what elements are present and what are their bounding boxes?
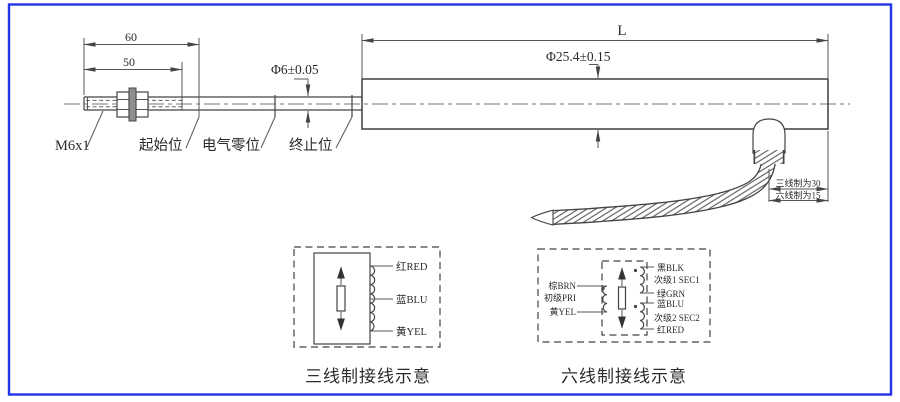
dimension-50: 50 [83, 55, 183, 110]
three-wire-tap-blue: 蓝BLU [396, 294, 428, 306]
nut-left [116, 91, 130, 118]
page-border [7, 3, 893, 396]
six-wire-primary-coil [577, 285, 608, 313]
six-wire-inner-box [601, 260, 648, 336]
dimension-L: L [361, 23, 829, 78]
rod-leader-labels: M6x1 起始位 电气零位 终止位 [55, 110, 353, 154]
thread-spec-label: M6x1 [55, 138, 90, 154]
six-wire-label-green: 绿GRN [657, 288, 686, 299]
body-diameter-callout: Φ25.4±0.15 [546, 49, 611, 148]
dimension-60: 60 [83, 30, 200, 117]
six-wire-label-red: 红RED [657, 324, 685, 335]
six-wire-label-blue: 蓝BLU [657, 298, 685, 309]
body-dia-text: Φ25.4±0.15 [546, 49, 611, 64]
cable-gland-dome [752, 118, 786, 154]
six-wire-label-sec1: 次级1 SEC1 [654, 274, 700, 285]
cable-exit-dimension: 三线制为30 六线制为15 [768, 131, 829, 203]
six-wire-label-sec2: 次级2 SEC2 [654, 312, 700, 323]
sec1-polarity-dot [633, 268, 638, 273]
six-wire-secondary1-coil [633, 266, 654, 294]
cable-note-six-wire: 六线制为15 [775, 190, 821, 201]
sensor-body [361, 78, 829, 130]
three-wire-outer-box [293, 246, 441, 348]
six-wire-core [617, 267, 627, 329]
three-wire-schematic: 红RED 蓝BLU 黄YEL 三线制接线示意 [293, 246, 441, 386]
electrical-zero-label: 电气零位 [202, 137, 260, 154]
six-wire-label-yellow: 黄YEL [550, 306, 577, 317]
locking-nuts [116, 87, 149, 122]
six-wire-label-primary: 初级PRI [544, 292, 576, 303]
cable-note-three-wire: 三线制为30 [775, 178, 821, 189]
washer [128, 87, 137, 122]
six-wire-label-black: 黑BLK [657, 263, 685, 273]
dim-50-text: 50 [123, 55, 135, 69]
position-ticks [274, 95, 353, 117]
six-wire-schematic: 棕BRN 初级PRI 黄YEL 黑BLK 次级1 SEC1 绿GRN 蓝BLU … [537, 248, 711, 386]
dim-60-text: 60 [125, 30, 137, 44]
three-wire-coil [369, 265, 376, 332]
three-wire-tap-yellow: 黄YEL [396, 325, 427, 338]
sec2-polarity-dot [633, 304, 638, 309]
primary-polarity-dot [601, 286, 605, 291]
flexible-conduit [530, 150, 785, 226]
sensor-main-view: 60 50 Φ6±0.05 L Φ25.4±0.15 [55, 23, 850, 226]
end-position-label: 终止位 [289, 137, 333, 154]
rod-dia-text: Φ6±0.05 [271, 62, 319, 77]
six-wire-label-brown: 棕BRN [548, 280, 576, 291]
six-wire-caption: 六线制接线示意 [561, 367, 687, 386]
conduit-tip [530, 209, 554, 226]
six-wire-secondary2-coil [633, 302, 654, 330]
three-wire-core [336, 266, 346, 331]
rod-diameter-callout: Φ6±0.05 [271, 62, 319, 128]
three-wire-caption: 三线制接线示意 [305, 367, 431, 386]
dim-L-text: L [617, 23, 626, 39]
start-position-label: 起始位 [139, 137, 183, 154]
six-wire-outer-box [537, 248, 711, 343]
nut-right [135, 91, 149, 118]
three-wire-tap-red: 红RED [396, 260, 428, 273]
